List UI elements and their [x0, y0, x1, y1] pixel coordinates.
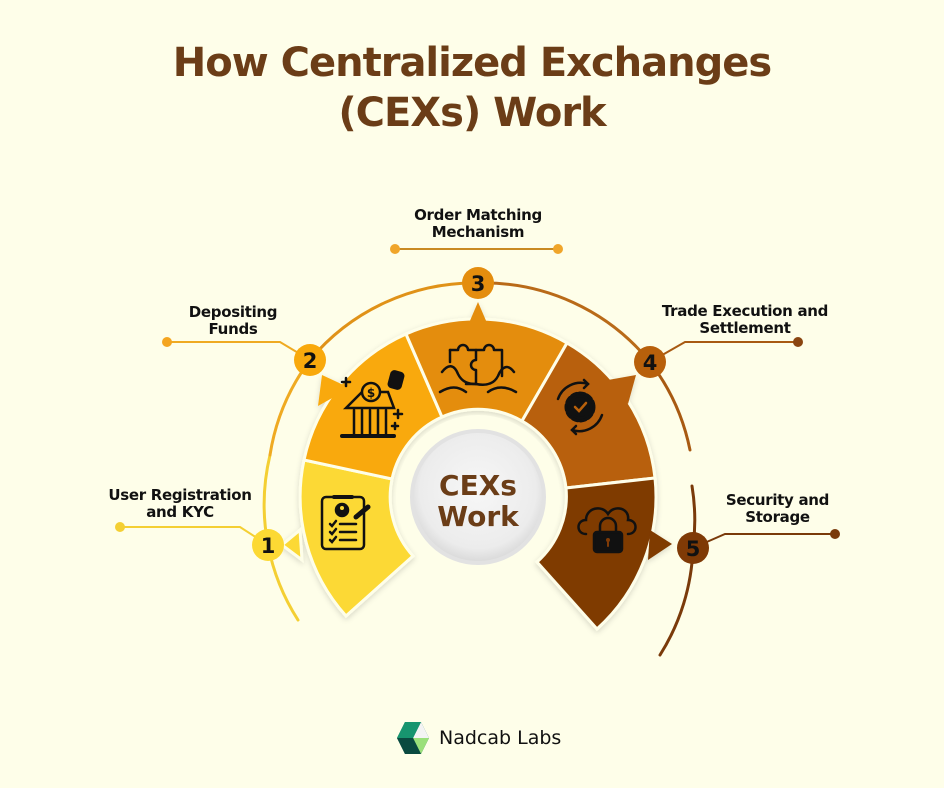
center-disc [410, 429, 546, 565]
svg-text:$: $ [367, 386, 375, 400]
step-badge-2[interactable]: 2 [294, 344, 326, 376]
leader-dots [115, 244, 840, 539]
step-label-2: Depositing Funds [188, 303, 278, 338]
step-badge-5[interactable]: 5 [677, 532, 709, 564]
step-badge-1[interactable]: 1 [252, 529, 284, 561]
segment-1[interactable] [279, 458, 416, 619]
gear-check-cycle-icon [556, 378, 604, 436]
clipboard-user-checklist-icon [320, 495, 371, 551]
svg-text:3: 3 [471, 272, 486, 296]
center-text-line-1: CEXs [439, 469, 517, 502]
cloud-lock-icon [577, 507, 637, 554]
svg-text:1: 1 [261, 534, 276, 558]
title-line-2: (CEXs) Work [338, 90, 606, 136]
title-line-1: How Centralized Exchanges [172, 40, 772, 86]
brand-footer: Nadcab Labs [395, 720, 561, 756]
step-badge-3[interactable]: 3 [462, 267, 494, 299]
page-title: How Centralized Exchanges (CEXs) Work [0, 38, 944, 138]
segment-3[interactable] [404, 317, 570, 424]
svg-text:2: 2 [303, 349, 318, 373]
segment-2[interactable] [302, 332, 444, 481]
nadcab-logo-icon [397, 722, 429, 754]
segment-5[interactable] [534, 476, 658, 632]
brand-name: Nadcab Labs [439, 727, 562, 749]
center-text-line-2: Work [437, 500, 520, 533]
step-label-5: Security and Storage [725, 491, 830, 526]
bank-deposit-coin-icon: $ [340, 370, 405, 438]
step-label-3: Order Matching Mechanism [414, 206, 542, 241]
step-label-1: User Registration and KYC [108, 486, 252, 521]
svg-text:5: 5 [686, 537, 701, 561]
step-badge-4[interactable]: 4 [634, 346, 666, 378]
puzzle-hands-icon [438, 343, 518, 394]
step-label-4: Trade Execution and Settlement [661, 302, 829, 337]
svg-text:4: 4 [643, 351, 658, 375]
